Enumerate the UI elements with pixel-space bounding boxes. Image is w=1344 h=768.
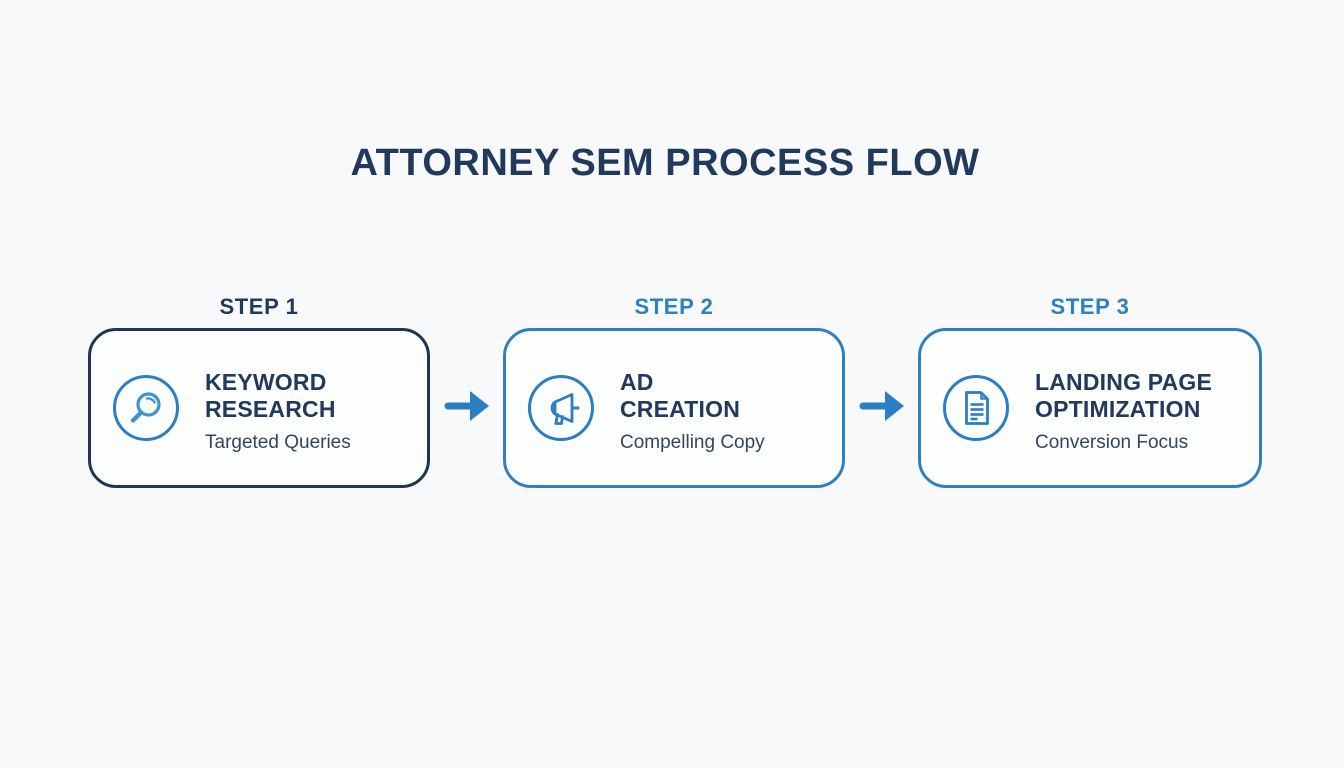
step-3-group: STEP 3 LANDING PAGE OPTIMIZATION Convers… — [918, 294, 1262, 488]
step-1-text: KEYWORD RESEARCH Targeted Queries — [205, 369, 351, 454]
step-1-box: KEYWORD RESEARCH Targeted Queries — [88, 328, 430, 488]
flow-arrow-icon — [444, 391, 489, 421]
megaphone-icon — [528, 375, 594, 441]
document-icon — [943, 375, 1009, 441]
step-3-box: LANDING PAGE OPTIMIZATION Conversion Foc… — [918, 328, 1262, 488]
step-2-group: STEP 2 AD CREATION Compelling Copy — [503, 294, 845, 488]
page-title: ATTORNEY SEM PROCESS FLOW — [350, 142, 980, 184]
step-1-subtitle: Targeted Queries — [205, 431, 351, 453]
step-1-group: STEP 1 KEYWORD RESEARCH Targeted Queries — [88, 294, 430, 488]
step-2-text: AD CREATION Compelling Copy — [620, 369, 765, 454]
step-2-subtitle: Compelling Copy — [620, 431, 765, 453]
step-1-title: KEYWORD RESEARCH — [205, 368, 336, 422]
step-3-subtitle: Conversion Focus — [1035, 431, 1189, 453]
step-3-title: LANDING PAGE OPTIMIZATION — [1035, 368, 1213, 422]
step-3-text: LANDING PAGE OPTIMIZATION Conversion Foc… — [1035, 369, 1212, 454]
step-2-title: AD CREATION — [620, 368, 741, 422]
step-2-box: AD CREATION Compelling Copy — [503, 328, 845, 488]
step-2-label: STEP 2 — [634, 294, 714, 319]
flow-arrow-icon — [859, 391, 904, 421]
magnifier-icon — [113, 375, 179, 441]
step-1-label: STEP 1 — [219, 294, 299, 319]
step-3-label: STEP 3 — [1050, 294, 1130, 319]
